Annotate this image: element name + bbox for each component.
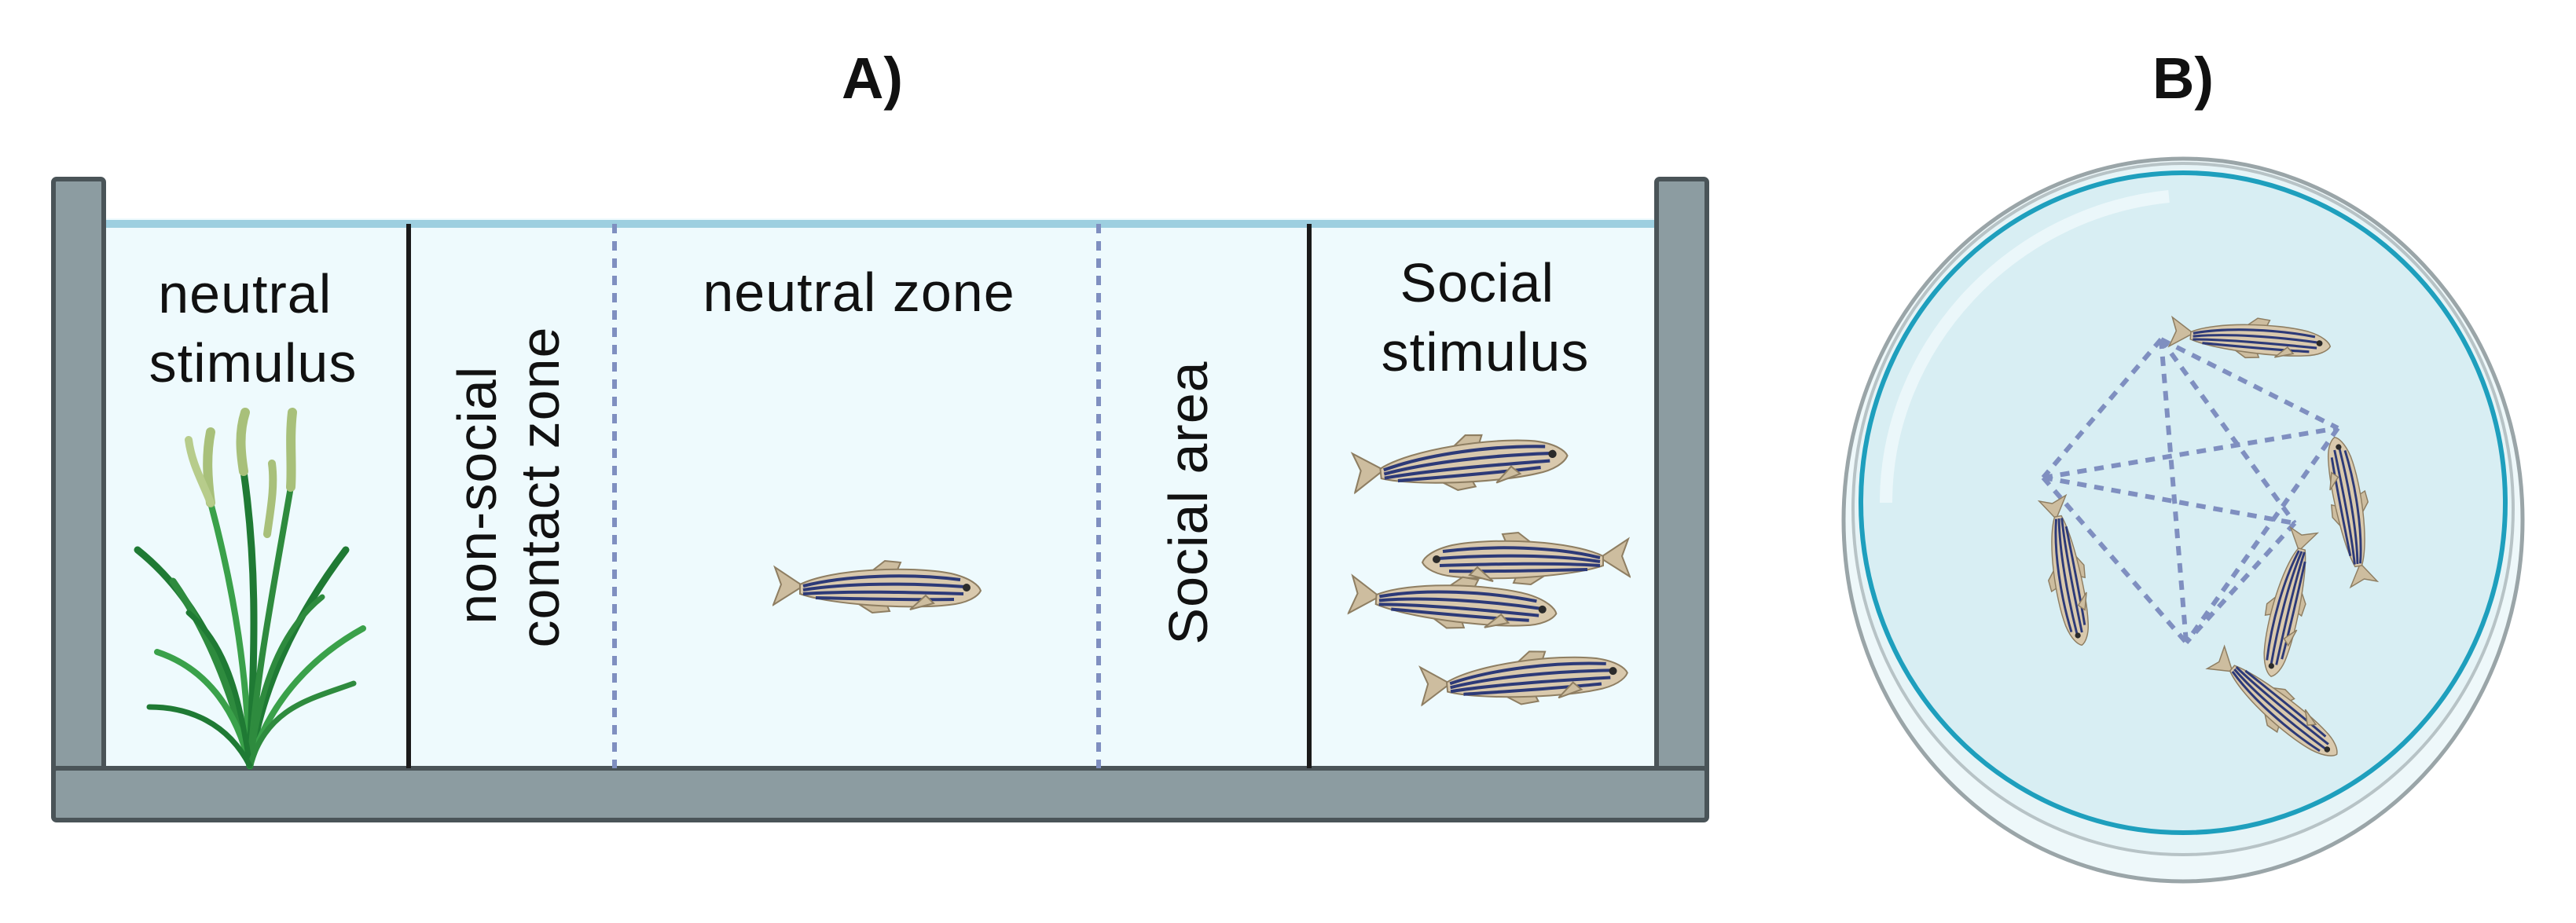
neutral-stimulus-line-1: neutral xyxy=(158,263,332,324)
non-social-contact-zone-label: non-social contact zone xyxy=(446,327,571,648)
tank-right-wall xyxy=(1654,177,1709,786)
social-area-label: Social area xyxy=(1158,361,1219,644)
social-stimulus-line-2: stimulus xyxy=(1382,321,1590,383)
aquatic-plant-icon xyxy=(134,408,366,770)
panel-b-label: B) xyxy=(2152,46,2214,111)
neutral-stimulus-line-2: stimulus xyxy=(149,332,358,394)
social-stimulus-label: Social stimulus xyxy=(1382,252,1590,383)
petri-dish-icon xyxy=(1841,156,2525,884)
social-network-lines xyxy=(2041,337,2340,645)
neutral-zone-label: neutral zone xyxy=(703,262,1015,323)
non-social-contact-line-2: contact zone xyxy=(509,327,571,648)
tank-floor xyxy=(51,766,1709,822)
social-stimulus-line-1: Social xyxy=(1400,252,1554,313)
tank-left-wall xyxy=(51,177,106,786)
panel-a-label: A) xyxy=(842,46,903,111)
non-social-contact-line-1: non-social xyxy=(446,366,508,624)
tank-water xyxy=(104,218,1657,768)
neutral-stimulus-label: neutral stimulus xyxy=(149,263,358,394)
